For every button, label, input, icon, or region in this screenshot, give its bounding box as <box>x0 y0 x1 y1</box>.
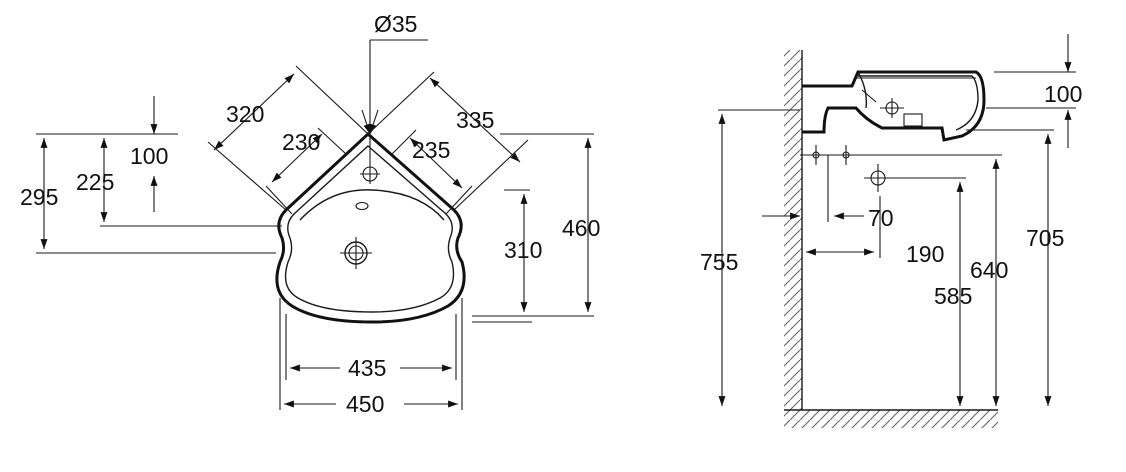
dim-450: 450 <box>346 391 384 417</box>
dim-310: 310 <box>504 237 542 263</box>
drain-icon <box>340 237 372 269</box>
dim-705: 705 <box>1026 225 1064 251</box>
diameter-label: Ø35 <box>374 11 417 37</box>
dim-585: 585 <box>934 283 972 309</box>
plan-view: Ø35 320 230 335 235 100 225 <box>20 11 600 417</box>
dim-295: 295 <box>20 184 58 210</box>
dim-755: 755 <box>700 249 738 275</box>
dim-100-side: 100 <box>1044 81 1082 107</box>
dim-225: 225 <box>76 169 114 195</box>
basin-inner-outline <box>284 145 455 313</box>
basin-outline <box>275 131 466 324</box>
basin-profile-inner <box>857 71 979 131</box>
wall-hatch <box>784 50 802 410</box>
dim-70: 70 <box>868 205 894 231</box>
dim-435: 435 <box>348 355 386 381</box>
basin-profile <box>802 70 986 142</box>
side-view: 100 70 190 755 585 640 705 <box>700 34 1082 428</box>
dim-100-plan: 100 <box>130 143 168 169</box>
tap-hole-icon <box>360 164 380 184</box>
dim-190: 190 <box>906 241 944 267</box>
overflow-icon <box>355 201 369 211</box>
dim-320: 320 <box>226 101 264 127</box>
dim-460: 460 <box>562 215 600 241</box>
floor-hatch <box>784 410 998 428</box>
dim-235: 235 <box>412 137 450 163</box>
side-drain-icon <box>880 98 904 118</box>
dim-230: 230 <box>282 129 320 155</box>
dim-335: 335 <box>456 107 494 133</box>
diameter-callout: Ø35 <box>361 11 428 164</box>
dim-640: 640 <box>970 257 1008 283</box>
bowl-rim <box>299 189 445 221</box>
